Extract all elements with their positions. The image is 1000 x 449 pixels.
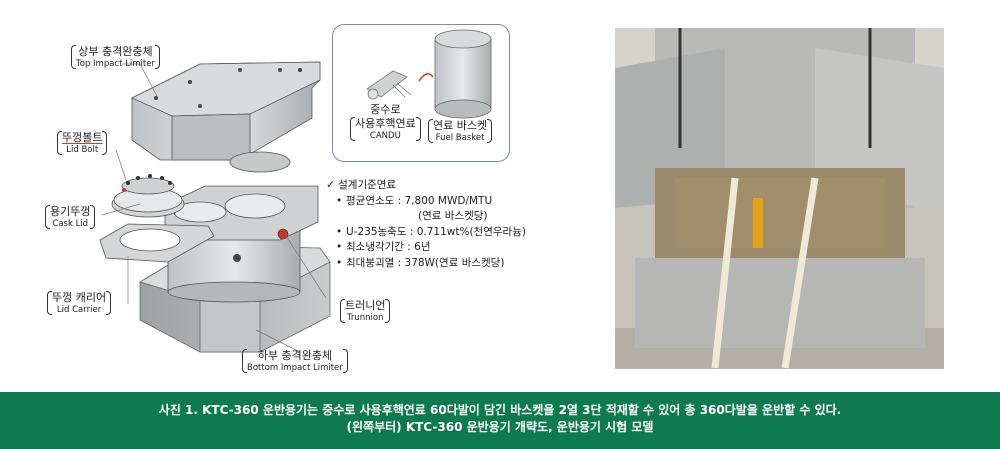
caption-line-1: 사진 1. KTC-360 운반용기는 중수로 사용후핵연료 60다발이 담긴 … xyxy=(158,403,842,417)
test-model-illustration xyxy=(615,28,944,369)
fuel-inset-drawing xyxy=(366,29,492,119)
spec-item-continuation: (연료 바스켓당) xyxy=(418,210,488,222)
label-top-impact-limiter: 상부 충격완충체 Top Impact Limiter xyxy=(71,45,160,70)
arrow-icon xyxy=(418,73,434,82)
spec-item: 최소냉각기간 : 6년 xyxy=(336,240,526,256)
spec-item: 평균연소도 : 7,800 MWD/MTU xyxy=(336,194,526,210)
top-limiter-bolts xyxy=(154,68,302,108)
design-basis-fuel-specs: ✓ 설계기준연료 평균연소도 : 7,800 MWD/MTU (연료 바스켓당)… xyxy=(326,178,526,271)
trunnion-shape xyxy=(233,228,289,262)
cask-exploded-drawing xyxy=(99,61,331,353)
fuel-basket-icon xyxy=(434,29,492,119)
lid-carrier-shape xyxy=(99,223,215,263)
cask-lid-shape xyxy=(111,177,185,218)
candu-bundle-icon xyxy=(366,70,412,100)
label-trunnion: 트러니언 Trunnion xyxy=(340,299,391,324)
figure-caption: 사진 1. KTC-360 운반용기는 중수로 사용후핵연료 60다발이 담긴 … xyxy=(0,392,1000,449)
test-model-photo xyxy=(615,28,944,369)
specs-title: ✓ 설계기준연료 xyxy=(326,179,397,191)
spec-item: 최대붕괴열 : 378W(연료 바스켓당) xyxy=(336,256,526,272)
lid-bolts-shape xyxy=(122,174,172,192)
spec-item: U-235농축도 : 0.711wt%(천연우라늄) xyxy=(336,225,526,241)
label-lid-bolt: 뚜껑볼트 Lid Bolt xyxy=(57,131,108,156)
leader-lines xyxy=(101,63,327,353)
top-impact-limiter-shape xyxy=(131,61,321,173)
label-cask-lid: 용기뚜껑 Cask Lid xyxy=(45,205,96,230)
label-bottom-impact-limiter: 하부 충격완충체 Bottom Impact Limiter xyxy=(242,349,348,374)
label-fuel-basket: 연료 바스켓 Fuel Basket xyxy=(428,119,493,144)
label-lid-carrier: 뚜껑 캐리어 Lid Carrier xyxy=(47,291,112,316)
label-candu: 중수로 사용후핵연료 CANDU xyxy=(350,103,421,142)
cask-diagram: 상부 충격완충체 Top Impact Limiter 뚜껑볼트 Lid Bol… xyxy=(0,0,600,392)
caption-line-2: (왼쪽부터) KTC-360 운반용기 개략도, 운반용기 시험 모델 xyxy=(346,420,654,434)
fuel-inset-panel: 중수로 사용후핵연료 CANDU 연료 바스켓 Fuel Basket xyxy=(332,24,510,162)
